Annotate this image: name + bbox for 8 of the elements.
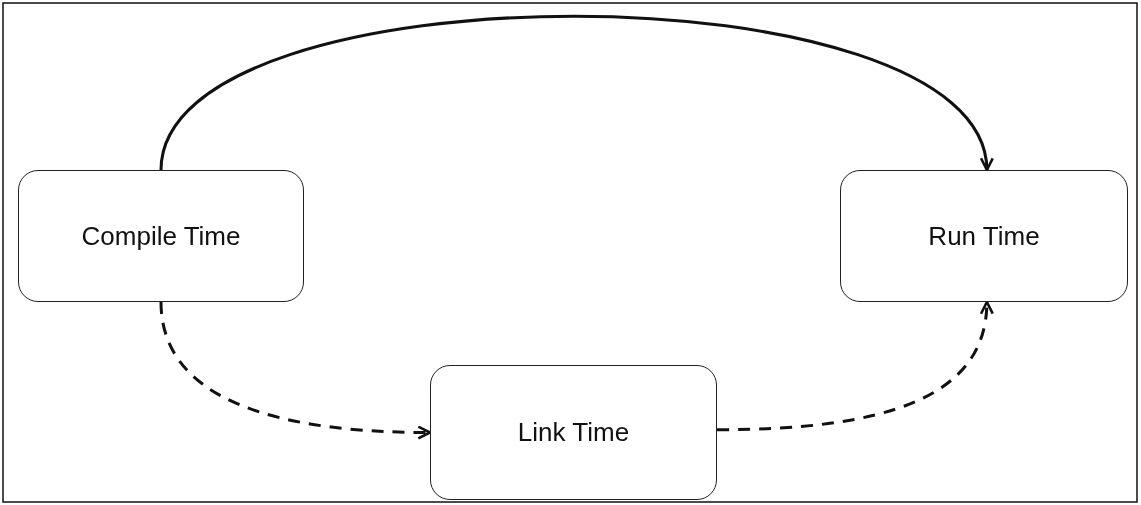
process-box <box>18 170 304 302</box>
box-label: Run Time <box>928 220 1040 252</box>
process-box <box>430 365 717 500</box>
process-box <box>840 170 1128 302</box>
box-label: Compile Time <box>81 220 241 252</box>
box-label: Link Time <box>517 417 630 448</box>
arrow <box>716 300 993 432</box>
arrow <box>159 301 432 440</box>
